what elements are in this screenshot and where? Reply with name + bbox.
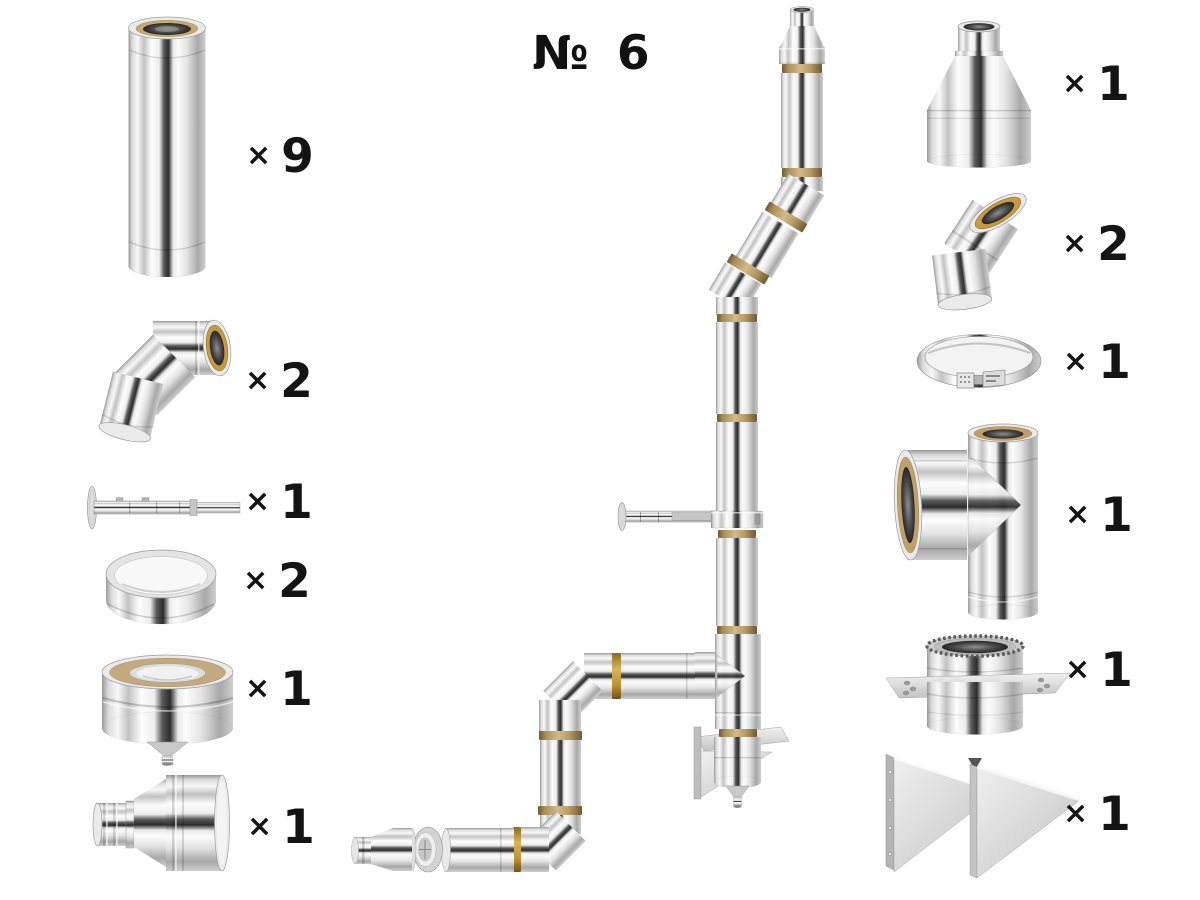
qty-insulated-tee: ×1 (1065, 487, 1133, 543)
kit-number-title: № 6 (532, 26, 651, 81)
elbow-45-icon (932, 192, 1027, 311)
condensate-collector-icon (101, 654, 234, 766)
count-value: 1 (1100, 642, 1133, 698)
wall-bracket-rod-icon (87, 485, 241, 530)
qty-elbow-90: ×2 (245, 353, 313, 409)
collar-ring-icon (105, 549, 217, 625)
qty-ceiling-pass-through: ×1 (1065, 642, 1133, 698)
assembly-collar-ring (413, 826, 443, 873)
support-bracket-pair-icon (885, 753, 1081, 879)
assembly-offset-elbows (708, 173, 825, 315)
count-value: 9 (281, 128, 314, 184)
straight-pipe-icon (128, 16, 206, 278)
count-value: 1 (1098, 786, 1131, 842)
assembly-tee (695, 634, 761, 729)
assembly-clamp (710, 510, 764, 529)
qty-collar-ring: ×2 (243, 553, 311, 609)
insulated-tee-icon (893, 423, 1039, 620)
qty-elbow-45: ×2 (1062, 216, 1130, 272)
qty-reducer-adapter: ×1 (247, 799, 315, 855)
multiply-sign: × (1062, 226, 1088, 261)
multiply-sign: × (1065, 497, 1091, 532)
count-value: 2 (278, 553, 311, 609)
count-value: 1 (280, 474, 313, 530)
ceiling-pass-through-icon (885, 634, 1071, 735)
assembly-horizontal-run (351, 653, 696, 873)
qty-terminal-cone: ×1 (1062, 56, 1130, 112)
multiply-sign: × (245, 671, 271, 706)
multiply-sign: × (1065, 652, 1091, 687)
clamp-band-icon (916, 334, 1042, 389)
count-value: 1 (1097, 56, 1130, 112)
assembly-vertical-stack (695, 6, 825, 808)
qty-clamp-band: ×1 (1063, 334, 1131, 390)
count-value: 2 (1097, 216, 1130, 272)
assembly-terminal-cone (779, 6, 825, 64)
reducer-adapter-icon (92, 774, 230, 872)
count-value: 1 (280, 661, 313, 717)
multiply-sign: × (243, 563, 269, 598)
qty-condensate-collector: ×1 (245, 661, 313, 717)
multiply-sign: × (1063, 796, 1089, 831)
qty-support-bracket-pair: ×1 (1063, 786, 1131, 842)
count-value: 1 (1100, 487, 1133, 543)
qty-straight-pipe: ×9 (246, 128, 314, 184)
multiply-sign: × (247, 809, 273, 844)
elbow-90-icon (98, 319, 232, 443)
multiply-sign: × (1063, 344, 1089, 379)
terminal-cone-icon (926, 20, 1032, 168)
multiply-sign: × (245, 484, 271, 519)
multiply-sign: × (246, 138, 272, 173)
qty-wall-bracket-rod: ×1 (245, 474, 313, 530)
count-value: 2 (280, 353, 313, 409)
assembly-reducer (351, 827, 417, 872)
assembly-condensate-collector (713, 737, 762, 808)
assembly-wall-bracket-rod (617, 502, 717, 531)
multiply-sign: × (245, 363, 271, 398)
multiply-sign: × (1062, 66, 1088, 101)
count-value: 1 (282, 799, 315, 855)
count-value: 1 (1098, 334, 1131, 390)
